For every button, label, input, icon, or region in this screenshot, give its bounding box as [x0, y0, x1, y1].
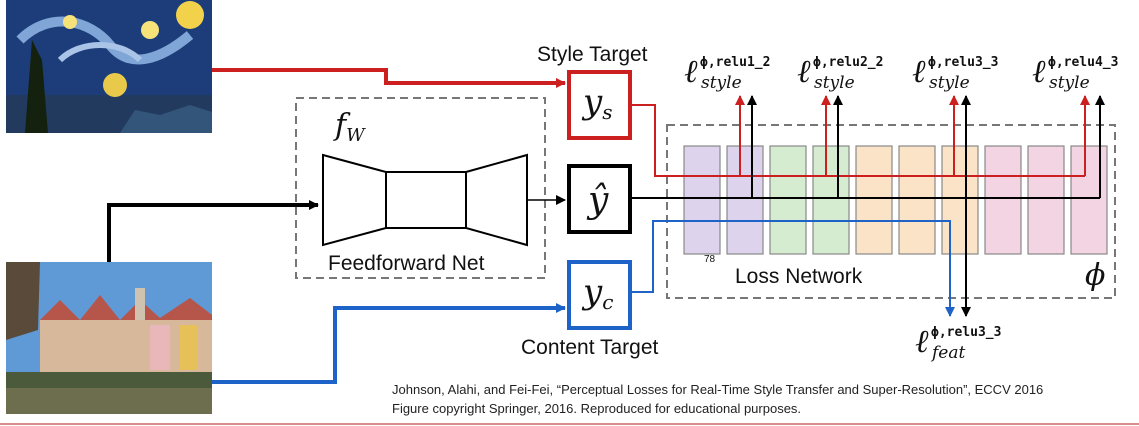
svg-text:ϕ,relu3_3: ϕ,relu3_3 — [931, 325, 1001, 340]
stray-number: 78 — [704, 254, 716, 265]
layer-block — [1070, 145, 1108, 255]
svg-text:ℓ: ℓ — [912, 52, 926, 90]
content-target-label: Content Target — [521, 336, 659, 359]
layer-block — [683, 145, 721, 255]
svg-text:ℓ: ℓ — [1032, 52, 1046, 90]
feedforward-net-label: Feedforward Net — [328, 252, 485, 275]
input-arrow — [107, 200, 319, 262]
tubingen-photo-icon — [6, 262, 212, 414]
content-feature-line — [630, 220, 955, 317]
phi-symbol: ϕ — [1085, 258, 1105, 293]
content-arrow — [212, 303, 566, 384]
loss-label-relu3-3: ℓ ϕ,relu3_3 style — [912, 52, 998, 93]
feedforward-net-shape — [322, 153, 528, 247]
loss-network-box — [666, 124, 1116, 299]
svg-text:ϕ,relu3_3: ϕ,relu3_3 — [928, 55, 998, 70]
f-w-label: fW — [333, 108, 366, 146]
style-target-box — [567, 70, 632, 140]
citation: Johnson, Alahi, and Fei-Fei, “Perceptual… — [392, 380, 1132, 418]
style-target-label: Style Target — [537, 43, 648, 66]
loss-label-relu1-2: ℓ ϕ,relu1_2 style — [684, 52, 770, 93]
svg-text:ϕ,relu2_2: ϕ,relu2_2 — [813, 55, 883, 70]
layer-block — [812, 145, 850, 255]
starry-night-painting-icon — [6, 0, 212, 133]
layer-block — [941, 145, 979, 255]
loss-network-layers — [683, 145, 1108, 255]
svg-text:style: style — [814, 73, 855, 93]
layer-block — [1027, 145, 1065, 255]
svg-text:style: style — [1049, 73, 1090, 93]
citation-line-2: Figure copyright Springer, 2016. Reprodu… — [392, 401, 802, 416]
citation-line-1: Johnson, Alahi, and Fei-Fei, “Perceptual… — [392, 382, 1044, 397]
svg-text:ϕ,relu1_2: ϕ,relu1_2 — [700, 55, 770, 70]
svg-text:style: style — [929, 73, 970, 93]
loss-network-label: Loss Network — [735, 265, 863, 288]
layer-block — [769, 145, 807, 255]
y-c-symbol: yc — [581, 272, 613, 314]
style-feature-line — [630, 104, 1085, 177]
loss-label-relu2-2: ℓ ϕ,relu2_2 style — [797, 52, 883, 93]
y-s-symbol: ys — [581, 82, 612, 124]
svg-text:ℓ: ℓ — [915, 322, 929, 360]
loss-label-feat-relu3-3: ℓ ϕ,relu3_3 feat — [915, 322, 1001, 363]
svg-text:style: style — [701, 73, 742, 93]
svg-text:feat: feat — [930, 343, 965, 363]
layer-block — [726, 145, 764, 255]
layer-block — [984, 145, 1022, 255]
layer-block — [898, 145, 936, 255]
content-target-box — [567, 260, 632, 330]
svg-text:ℓ: ℓ — [684, 52, 698, 90]
y-hat-symbol: ŷ — [586, 180, 609, 221]
loss-label-relu4-3: ℓ ϕ,relu4_3 style — [1032, 52, 1118, 93]
svg-text:ϕ,relu4_3: ϕ,relu4_3 — [1048, 55, 1118, 70]
style-arrow — [212, 68, 566, 88]
svg-text:ℓ: ℓ — [797, 52, 811, 90]
bottom-divider — [0, 423, 1139, 425]
layer-block — [855, 145, 893, 255]
feedforward-net-box — [295, 97, 546, 279]
